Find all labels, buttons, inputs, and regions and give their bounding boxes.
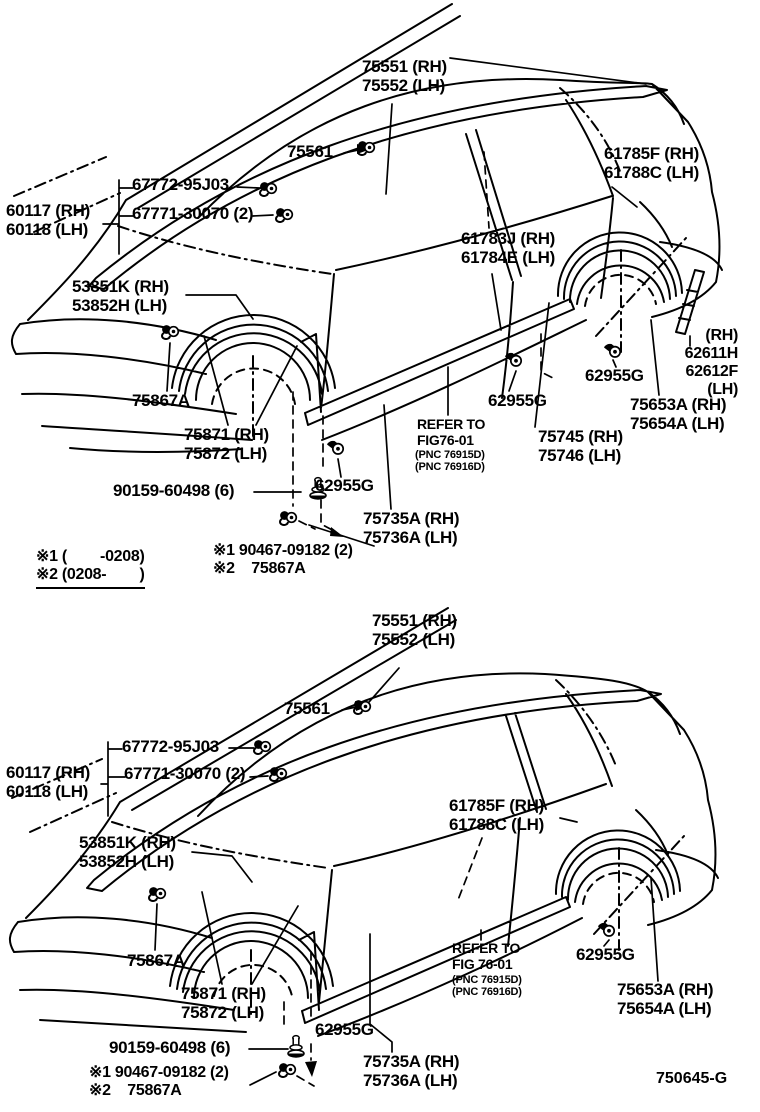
part-label-75653A-top: 75653A (RH) 75654A (LH) (630, 395, 727, 434)
refer-note-pnc-bottom: (PNC 76915D) (PNC 76916D) (452, 974, 522, 999)
part-label-75871-bottom: 75871 (RH) 75872 (LH) (181, 984, 266, 1023)
part-label-61783J-top: 61783J (RH) 61784E (LH) (461, 229, 556, 268)
coupe-leader-lines (100, 667, 659, 1087)
part-label-90159-bottom: 90159-60498 (6) (109, 1038, 231, 1057)
part-label-53851K-top: 53851K (RH) 53852H (LH) (72, 277, 169, 316)
clip-icon (357, 140, 376, 156)
part-label-roof-moulding-top: 75551 (RH) 75552 (LH) (362, 57, 447, 96)
bolt-icon (597, 921, 616, 937)
clip-icon (259, 181, 278, 197)
part-label-75745-top: 75745 (RH) 75746 (LH) (538, 427, 623, 466)
refer-note-pnc-top: (PNC 76915D) (PNC 76916D) (415, 449, 485, 474)
part-label-62955G-rear-bottom: 62955G (576, 945, 635, 964)
part-label-62611H-top: (RH) 62611H 62612F (LH) (684, 327, 739, 398)
bolt-icon (326, 439, 345, 455)
part-label-75735A-bottom: 75735A (RH) 75736A (LH) (363, 1052, 460, 1091)
part-label-75867A-bottom: 75867A (127, 951, 185, 970)
part-label-60117-bottom: 60117 (RH) 60118 (LH) (6, 763, 90, 802)
note-substitution-top: ※1 90467-09182 (2) ※2 75867A (213, 542, 353, 577)
part-label-61785F-top: 61785F (RH) 61788C (LH) (604, 144, 699, 183)
part-label-roof-moulding-bottom: 75551 (RH) 75552 (LH) (372, 611, 457, 650)
part-label-75561-top: 75561 (287, 142, 333, 161)
part-label-75653A-bottom: 75653A (RH) 75654A (LH) (617, 980, 714, 1019)
part-label-67771-bottom: 67771-30070 (2) (124, 764, 246, 783)
part-label-75561-bottom: 75561 (284, 699, 330, 718)
sedan-fasteners (161, 140, 622, 526)
part-label-75867A-top: 75867A (132, 391, 190, 410)
part-label-62955G-front-bottom: 62955G (315, 1020, 374, 1039)
part-label-62955G-rear-top: 62955G (585, 366, 644, 385)
part-label-60117-top: 60117 (RH) 60118 (LH) (6, 201, 90, 240)
clip-icon (148, 886, 167, 902)
clip-icon (275, 207, 294, 223)
part-label-67771-top: 67771-30070 (2) (132, 204, 254, 223)
clip-icon (253, 739, 272, 755)
part-label-67772-bottom: 67772-95J03 (122, 737, 219, 756)
part-label-53851K-bottom: 53851K (RH) 53852H (LH) (79, 833, 176, 872)
sedan-leader-lines (102, 57, 691, 547)
figure-code: 750645-G (656, 1070, 728, 1087)
refer-note-bottom: REFER TO FIG 76-01 (452, 940, 521, 973)
part-label-75871-top: 75871 (RH) 75872 (LH) (184, 425, 269, 464)
bolt-icon (603, 342, 622, 358)
note-applicability: ※1 ( -0208) ※2 (0208- ) (36, 548, 145, 589)
clip-icon (278, 1062, 297, 1078)
screw-icon (287, 1034, 305, 1058)
coupe-body-art (8, 607, 719, 1037)
clip-icon (353, 699, 372, 715)
part-label-67772-top: 67772-95J03 (132, 175, 229, 194)
clip-icon (279, 510, 298, 526)
part-label-90159-top: 90159-60498 (6) (113, 481, 235, 500)
part-label-62955G-center-top: 62955G (488, 391, 547, 410)
clip-icon (161, 324, 180, 340)
part-label-61785F-bottom: 61785F (RH) 61788C (LH) (449, 796, 544, 835)
part-label-62955G-front-top: 62955G (315, 476, 374, 495)
part-label-75735A-top: 75735A (RH) 75736A (LH) (363, 509, 460, 548)
note-substitution-bottom: ※1 90467-09182 (2) ※2 75867A (89, 1064, 229, 1099)
refer-note-top: REFER TO FIG76-01 (417, 416, 486, 449)
